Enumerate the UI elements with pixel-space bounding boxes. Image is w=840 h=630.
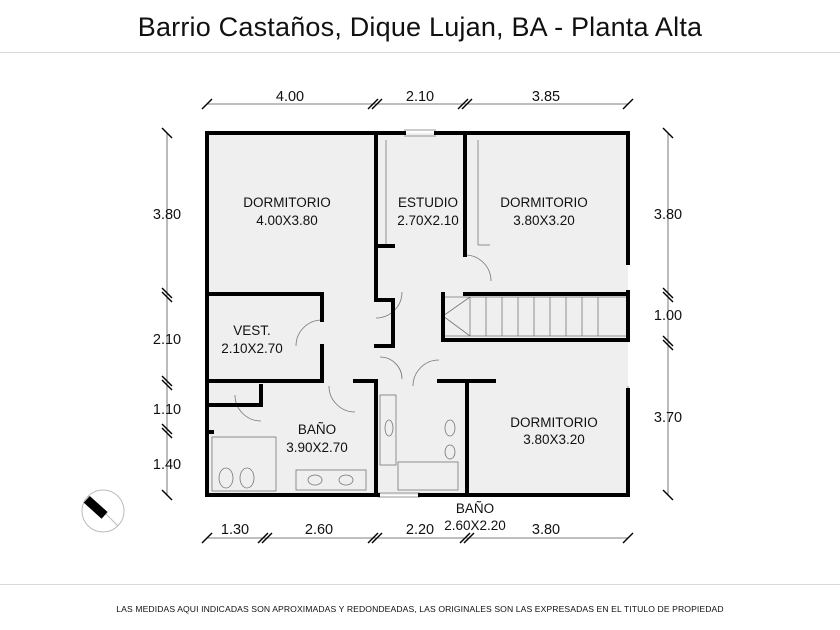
room-labels: DORMITORIO 4.00X3.80 ESTUDIO 2.70X2.10 D… xyxy=(221,195,598,533)
dim-bottom-4: 3.80 xyxy=(532,522,560,538)
dim-bottom-1: 1.30 xyxy=(221,522,249,538)
dim-left-3: 1.10 xyxy=(153,402,181,418)
door-swing xyxy=(234,394,262,422)
room-name: BAÑO xyxy=(456,501,494,516)
dim-top-3: 3.85 xyxy=(532,89,560,105)
room-name: VEST. xyxy=(233,323,271,338)
door-swing xyxy=(328,385,356,413)
room-size: 4.00X3.80 xyxy=(256,213,318,228)
room-name: DORMITORIO xyxy=(510,415,598,430)
sink-icon xyxy=(307,474,323,486)
fixtures xyxy=(211,129,629,498)
room-name: DORMITORIO xyxy=(500,195,588,210)
walls xyxy=(205,131,630,497)
room-name: BAÑO xyxy=(298,422,336,437)
floor-fill xyxy=(207,133,628,495)
bidet-icon xyxy=(239,467,255,489)
dim-right-1: 3.80 xyxy=(654,207,682,223)
door-swing xyxy=(379,356,403,380)
dimension-ticks xyxy=(161,98,674,544)
title-divider xyxy=(0,52,840,53)
dim-bottom-3: 2.20 xyxy=(406,522,434,538)
dim-bottom-2: 2.60 xyxy=(305,522,333,538)
dim-top-2: 2.10 xyxy=(406,89,434,105)
room-size: 2.10X2.70 xyxy=(221,341,283,356)
dim-right-2: 1.00 xyxy=(654,308,682,324)
vanity xyxy=(379,394,397,466)
room-size: 2.70X2.10 xyxy=(397,213,459,228)
staircase xyxy=(442,296,628,337)
footer-disclaimer: LAS MEDIDAS AQUI INDICADAS SON APROXIMAD… xyxy=(116,604,724,614)
room-name: ESTUDIO xyxy=(398,195,458,210)
room-size: 3.90X2.70 xyxy=(286,440,348,455)
door-swing xyxy=(295,319,323,347)
dim-right-3: 3.70 xyxy=(654,410,682,426)
dimension-labels: 4.00 2.10 3.85 1.30 2.60 2.20 3.80 3.80 … xyxy=(153,89,682,538)
page-title: Barrio Castaños, Dique Lujan, BA - Plant… xyxy=(137,12,703,42)
sink-icon xyxy=(338,474,354,486)
bidet-icon xyxy=(444,444,456,460)
room-size: 3.80X3.20 xyxy=(513,213,575,228)
footer-divider xyxy=(0,584,840,585)
dim-top-1: 4.00 xyxy=(276,89,304,105)
shower xyxy=(211,436,277,492)
dimension-lines xyxy=(166,103,669,539)
bathtub xyxy=(397,461,459,491)
compass-icon xyxy=(81,489,125,533)
vanity xyxy=(295,469,367,491)
door-swing xyxy=(412,359,440,387)
room-size: 2.60X2.20 xyxy=(444,518,506,533)
dim-left-1: 3.80 xyxy=(153,207,181,223)
dim-left-4: 1.40 xyxy=(153,457,181,473)
toilet-icon xyxy=(444,419,456,437)
toilet-icon xyxy=(218,467,234,489)
door-swing xyxy=(464,254,492,282)
dim-left-2: 2.10 xyxy=(153,332,181,348)
sink-icon xyxy=(384,419,394,437)
room-size: 3.80X3.20 xyxy=(523,432,585,447)
room-name: DORMITORIO xyxy=(243,195,331,210)
